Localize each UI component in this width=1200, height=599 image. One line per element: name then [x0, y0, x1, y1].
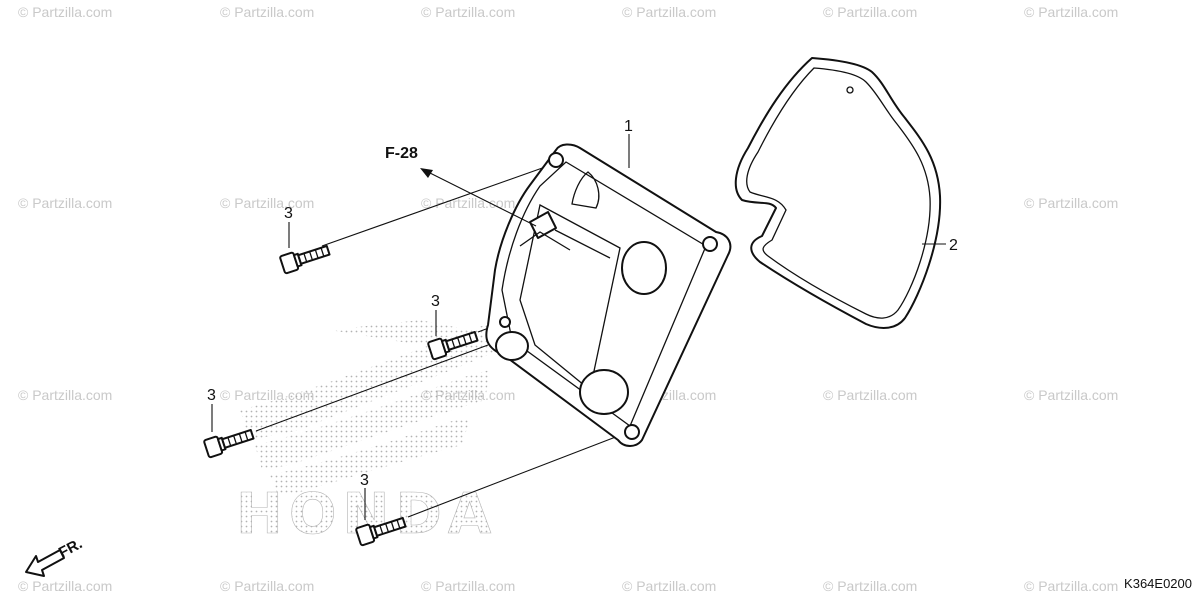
- watermark: © Partzilla.com: [18, 578, 113, 594]
- reference-arrow-head: [420, 168, 433, 178]
- watermark: © Partzilla.com: [421, 195, 516, 211]
- watermark: © Partzilla.com: [1024, 578, 1119, 594]
- flange-bolt: [279, 244, 331, 275]
- watermark: © Partzilla.com: [421, 578, 516, 594]
- watermark: © Partzilla.com: [1024, 387, 1119, 403]
- flange-bolt: [203, 428, 255, 459]
- watermark: © Partzilla.com: [421, 4, 516, 20]
- diagram-code: K364E0200: [1124, 576, 1192, 591]
- watermark: © Partzilla.com: [1024, 195, 1119, 211]
- watermark: © Partzilla.com: [18, 195, 113, 211]
- callout-number-bolt: 3: [431, 293, 440, 310]
- callout-number-bolt: 3: [360, 472, 369, 489]
- watermark: © Partzilla.com: [18, 4, 113, 20]
- bolt-leader-line: [255, 344, 489, 432]
- bolt-leader-line: [407, 432, 627, 518]
- cover-gasket: [734, 57, 942, 329]
- watermark: © Partzilla.com: [823, 578, 918, 594]
- flange-bolt: [427, 330, 479, 361]
- reference-label: F-28: [385, 145, 418, 162]
- watermark: © Partzilla.com: [220, 578, 315, 594]
- watermark: © Partzilla.com: [622, 4, 717, 20]
- callout-number-gasket: 2: [949, 237, 958, 254]
- flange-bolt: [355, 516, 407, 547]
- watermark: © Partzilla.com: [823, 387, 918, 403]
- cylinder-head-cover: [485, 143, 732, 447]
- watermark: © Partzilla.com: [18, 387, 113, 403]
- watermark: © Partzilla.com: [220, 4, 315, 20]
- watermark: © Partzilla.com: [220, 195, 315, 211]
- watermark: © Partzilla.com: [622, 578, 717, 594]
- callout-number-bolt: 3: [284, 205, 293, 222]
- watermark: © Partzilla.com: [823, 4, 918, 20]
- watermark: © Partzilla.com: [1024, 4, 1119, 20]
- reference-arrow-line: [427, 171, 537, 227]
- front-direction-marker: FR.: [25, 535, 85, 577]
- bolt-leader-line: [321, 165, 549, 247]
- front-arrow-icon: [25, 549, 65, 577]
- callout-number-bolt: 3: [207, 387, 216, 404]
- callout-number-cover: 1: [624, 118, 633, 135]
